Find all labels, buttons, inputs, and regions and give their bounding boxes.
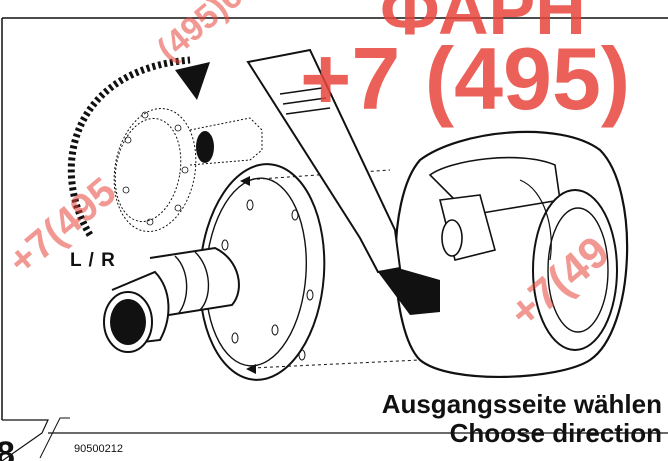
direction-label: L / R [70,250,116,271]
ghost-flange [113,108,263,232]
screwdriver-tip [378,268,440,315]
guide-arrow-bottom [246,364,256,374]
blower-housing [394,130,629,378]
caption-english: Choose direction [449,418,662,448]
screwdriver [246,48,440,315]
caption-block: Ausgangsseite wählen Choose direction [382,390,662,448]
rotation-arrow-head [175,62,210,100]
page-number-tab [39,417,70,459]
caption-german: Ausgangsseite wählen [381,389,662,419]
page-corner-tab [1,419,49,461]
guide-line-bottom [251,359,421,369]
document-code: 90500212 [74,443,123,455]
step-number: 8 [0,435,15,461]
hose-connector [103,246,240,353]
hose-opening [110,299,146,345]
rotation-arrow-path [67,56,191,237]
guide-arrow-top [240,176,250,186]
